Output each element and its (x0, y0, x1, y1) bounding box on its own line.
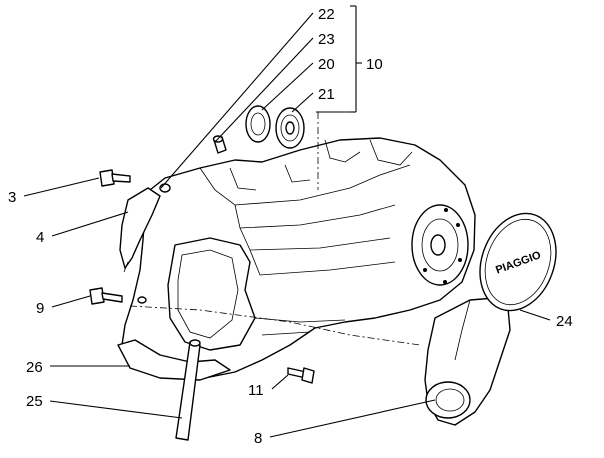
sleeve-part (212, 135, 227, 154)
label-part-26: 26 (26, 359, 43, 376)
badge-cover-part: PIAGGIO (479, 212, 557, 312)
label-part-20: 20 (318, 56, 335, 73)
strap-part (175, 339, 201, 441)
label-part-10: 10 (366, 56, 383, 73)
label-part-9: 9 (36, 300, 44, 317)
label-part-4: 4 (36, 229, 44, 246)
alignment-line (129, 305, 421, 346)
intake-duct-part (424, 297, 511, 426)
bearing-part (275, 107, 305, 149)
label-part-8: 8 (254, 430, 262, 447)
label-part-22: 22 (318, 6, 335, 23)
bolt-part-9 (89, 287, 123, 305)
label-part-23: 23 (318, 31, 335, 48)
label-part-24: 24 (556, 313, 573, 330)
label-part-11: 11 (248, 382, 264, 399)
label-part-3: 3 (8, 189, 16, 206)
label-part-25: 25 (26, 393, 43, 410)
leader-lines (23, 5, 551, 438)
oil-seal-part (245, 105, 271, 143)
bolt-part-11 (287, 367, 315, 384)
transmission-cover (117, 137, 476, 381)
bolt-part-3 (99, 169, 131, 187)
label-part-21: 21 (318, 86, 335, 103)
